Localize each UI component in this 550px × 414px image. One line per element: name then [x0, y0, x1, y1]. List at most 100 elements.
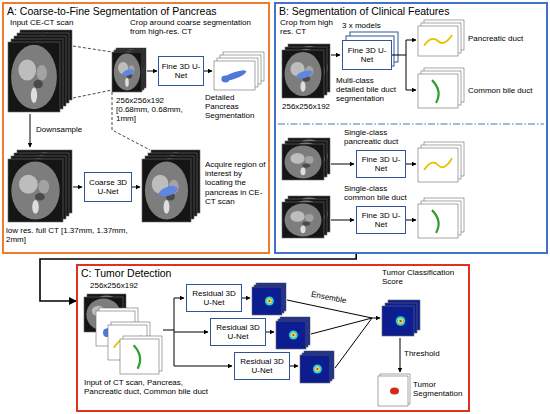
scan-slice: [282, 202, 324, 238]
slice-ground: [418, 148, 458, 182]
scan-slice: [418, 148, 458, 182]
image-caption: Detailed Pancreas Segmentation: [205, 93, 267, 121]
body-outline: [285, 52, 322, 96]
image-stack: [282, 44, 330, 98]
flow-arrow: [73, 187, 82, 188]
tumor-heat: [292, 334, 294, 336]
flow-arrow: [30, 114, 31, 147]
spine-shape: [125, 78, 129, 87]
pancreas-overlay: [122, 68, 135, 77]
slice-ground: [214, 61, 255, 90]
slice-ground: [418, 26, 458, 56]
network-box: Residual 3D U-Net: [186, 284, 242, 312]
slice-ground: [276, 321, 306, 349]
scan-slice: [142, 159, 191, 222]
gut-shape: [35, 193, 45, 201]
panel-heading: B: Segmentation of Clinical Features: [279, 5, 449, 18]
image-stack: [282, 196, 330, 238]
network-name: Residual 3D U-Net: [213, 323, 263, 341]
image-stack: [8, 150, 72, 222]
flow-arrow: [174, 298, 184, 299]
liver-shape: [290, 153, 304, 164]
roi-guide-line: [73, 90, 112, 98]
spine-shape: [31, 88, 37, 103]
tumor-heat: [399, 320, 401, 322]
gut-shape: [33, 80, 42, 88]
tumor-heat: [268, 300, 270, 302]
gut-shape: [303, 221, 311, 225]
flow-line: [311, 318, 372, 334]
slice-ground: [300, 355, 330, 383]
step-note: Threshold: [404, 349, 454, 358]
image-stack: [382, 300, 420, 336]
slice-ground: [252, 287, 282, 315]
step-note: Crop from high res. CT: [280, 18, 338, 36]
spine-shape: [300, 81, 305, 92]
image-stack: [8, 30, 72, 112]
pancreas-overlay: [295, 69, 313, 81]
pancreatic-duct-mask: [424, 158, 452, 170]
slice-ground: [120, 339, 159, 374]
spine-shape: [300, 167, 305, 175]
step-note: Ensemble: [310, 290, 347, 306]
flow-arrow: [331, 55, 340, 56]
flow-arrow: [391, 40, 416, 55]
step-note: Acquire region of interest by locating t…: [205, 160, 267, 206]
organ-shape: [305, 156, 313, 164]
image-stack: [214, 52, 264, 90]
tumor-mask: [390, 387, 399, 394]
pancreas-mask: [222, 68, 247, 82]
network-name: Residual 3D U-Net: [237, 357, 287, 375]
image-stack: [112, 48, 146, 92]
image-caption: Common bile duct: [468, 86, 544, 95]
slice-ground: [8, 159, 63, 222]
body-outline: [285, 145, 322, 178]
dimension-label: 256x256x192 [0.68mm, 0.68mm, 1mm]: [116, 96, 196, 124]
step-note: Downsample: [36, 125, 96, 134]
scan-slice: [112, 52, 142, 92]
image-caption: Tumor Classification Score: [382, 268, 466, 286]
tumor-heat: [316, 368, 318, 370]
flow-arrow: [372, 318, 380, 319]
slice-ground: [418, 74, 458, 108]
slice-ground: [142, 159, 191, 222]
image-stack: [378, 374, 410, 406]
scan-slice: [418, 74, 458, 108]
tumor-heat: [265, 297, 274, 306]
image-stack: [418, 20, 464, 56]
network-name: Residual 3D U-Net: [189, 289, 239, 307]
flow-arrow: [147, 71, 157, 72]
tumor-heat: [291, 332, 296, 337]
step-note: Crop around coarse segmentation from hig…: [130, 18, 266, 36]
slice-ground: [282, 144, 324, 180]
scan-slice: [382, 306, 414, 336]
gut-shape: [303, 163, 311, 167]
flow-arrow: [174, 332, 208, 333]
image-stack: [418, 68, 464, 108]
network-box: Fine 3D U-Net: [356, 150, 406, 178]
scan-slice: [418, 26, 458, 56]
network-name: Fine 3D U-Net: [359, 155, 403, 173]
spine-shape: [300, 225, 305, 233]
image-stack: [142, 150, 200, 222]
scan-slice: [282, 50, 324, 98]
liver-shape: [290, 211, 304, 222]
model-note: Single-class common bile duct: [344, 184, 416, 202]
model-count: 3 x models: [342, 21, 402, 30]
panel-heading: A: Coarse-to-Fine Segmentation of Pancre…: [7, 5, 217, 18]
tumor-heat: [398, 318, 403, 323]
slice-ground: [282, 202, 324, 238]
body-outline: [285, 203, 322, 236]
tumor-heat: [289, 331, 298, 340]
flow-arrow: [405, 164, 416, 165]
flow-arrow: [400, 338, 401, 372]
flow-arrow: [289, 366, 298, 367]
model-note: Single-class pancreatic duct: [344, 128, 416, 146]
image-stack: [120, 336, 162, 374]
tumor-heat: [267, 298, 272, 303]
network-name: Fine 3D U-Net: [359, 211, 403, 229]
scan-slice: [8, 42, 60, 112]
bile-duct-mask: [134, 345, 140, 368]
flow-arrow: [203, 71, 212, 72]
flow-arrow: [331, 164, 354, 165]
